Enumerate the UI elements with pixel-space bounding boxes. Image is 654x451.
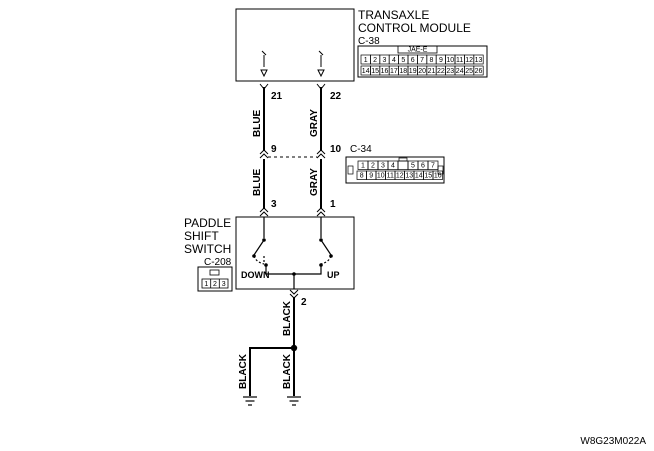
tcm-row2-cell: 20: [418, 68, 426, 75]
tcm-row2-cell: 25: [465, 68, 473, 75]
tcm-row2-cell: 17: [390, 68, 398, 75]
pin-tcm-left: 21: [271, 91, 283, 102]
joint-connector-marks: [259, 149, 326, 159]
joint-row1-cell-frame: [397, 160, 409, 170]
tcm-connector-ref: C-38: [358, 36, 380, 47]
switch-box: [235, 216, 355, 290]
tcm-row1-cell: 6: [411, 57, 415, 64]
switch-cell-1: 1: [204, 281, 208, 288]
ground-symbol-left: [243, 396, 257, 406]
tcm-row2-cell: 15: [371, 68, 379, 75]
wire-label-black-left: BLACK: [238, 353, 249, 389]
tcm-row1-cell: 11: [456, 57, 463, 64]
tcm-row1-cell: 12: [465, 57, 473, 64]
wire-label-black-main: BLACK: [282, 300, 293, 336]
switch-connector-face: 1 2 3: [197, 266, 233, 292]
tcm-internal-terminals: [260, 50, 325, 78]
connector-arrows-switch: [259, 207, 326, 217]
joint-row2-cell: 15: [424, 173, 432, 180]
ground-splice: [290, 344, 298, 352]
joint-row2-cell: 8: [360, 173, 364, 180]
joint-row2-cell: 9: [369, 173, 373, 180]
switch-label-down: DOWN: [241, 270, 270, 280]
joint-row1-cell: 5: [411, 163, 415, 170]
tcm-row1-cell: 10: [446, 57, 454, 64]
tcm-row1-cell: 5: [401, 57, 405, 64]
tcm-title-line2: CONTROL MODULE: [358, 21, 471, 35]
joint-row1-cell: 2: [371, 163, 375, 170]
connector-arrows-ground: [289, 289, 299, 299]
tcm-row2-cell: 19: [409, 68, 417, 75]
wire-label-blue-lower: BLUE: [252, 168, 263, 196]
tcm-row2-cell: 21: [428, 68, 436, 75]
joint-row2-cell: 14: [415, 173, 423, 180]
tcm-row2-cell: 26: [475, 68, 483, 75]
wire-label-gray-upper: GRAY: [309, 109, 320, 137]
tcm-row1-cell: 3: [383, 57, 387, 64]
tcm-row1-cell: 4: [392, 57, 396, 64]
wire-label-blue-upper: BLUE: [252, 109, 263, 137]
tcm-row1-cell-frame: [473, 54, 484, 65]
switch-title-line1: PADDLE: [184, 216, 231, 230]
tcm-row2-cell: 18: [399, 68, 407, 75]
switch-label-up: UP: [327, 270, 340, 280]
tcm-row1-cell: 9: [439, 57, 443, 64]
tcm-row1-cell: 13: [475, 57, 483, 64]
connector-arrows-tcm: [259, 83, 326, 90]
tcm-row2-cell: 22: [437, 68, 445, 75]
tcm-row1-cell: 8: [430, 57, 434, 64]
tcm-row2-cell: 14: [362, 68, 370, 75]
joint-row1-cell: 3: [381, 163, 385, 170]
switch-cell-3: 3: [222, 281, 226, 288]
joint-row2-cell: 12: [396, 173, 404, 180]
pin-switch-left: 3: [271, 199, 277, 210]
joint-connector-latch: [347, 165, 354, 175]
switch-contacts: [252, 238, 333, 276]
diagram-code: W8G23M022A: [580, 436, 646, 447]
ground-symbol-right: [287, 396, 301, 406]
joint-connector-ref: C-34: [350, 144, 372, 155]
joint-row2-cell: 10: [377, 173, 385, 180]
tcm-row2-cell: 23: [446, 68, 454, 75]
joint-row1-cell: 1: [361, 163, 365, 170]
switch-title-line3: SWITCH: [184, 242, 231, 256]
pin-joint-right: 10: [330, 144, 342, 155]
tcm-title-line1: TRANSAXLE: [358, 8, 429, 22]
joint-row2-cell: 13: [405, 173, 413, 180]
pin-switch-right: 1: [330, 199, 336, 210]
switch-title-line2: SHIFT: [184, 229, 219, 243]
joint-connector-latch: [437, 165, 444, 175]
tcm-box: [235, 8, 355, 82]
tcm-row1-cell: 1: [364, 57, 368, 64]
pin-tcm-right: 22: [330, 91, 342, 102]
wire-label-gray-lower: GRAY: [309, 168, 320, 196]
switch-connector-ref: C-208: [204, 257, 232, 268]
tcm-row1-cell: 2: [373, 57, 377, 64]
tcm-row2-cell: 24: [456, 68, 464, 75]
joint-row1-cell: 4: [391, 163, 395, 170]
wire-label-black-right: BLACK: [282, 353, 293, 389]
joint-connector-notch: [398, 157, 408, 162]
pin-joint-left: 9: [271, 144, 277, 155]
joint-row2-cell: 11: [387, 173, 394, 180]
switch-cell-2: 2: [213, 281, 217, 288]
joint-row2-cell: 16: [434, 173, 442, 180]
tcm-row1-cell: 7: [420, 57, 424, 64]
joint-row1-cell-frame: [427, 160, 439, 170]
tcm-row2-cell: 16: [381, 68, 389, 75]
joint-row1-cell: 7: [431, 163, 435, 170]
pin-switch-ground: 2: [301, 297, 307, 308]
joint-row1-cell: 6: [421, 163, 425, 170]
tcm-row2-cell-frame: [473, 65, 484, 76]
tcm-connector-tag: JAE-E: [408, 47, 428, 54]
